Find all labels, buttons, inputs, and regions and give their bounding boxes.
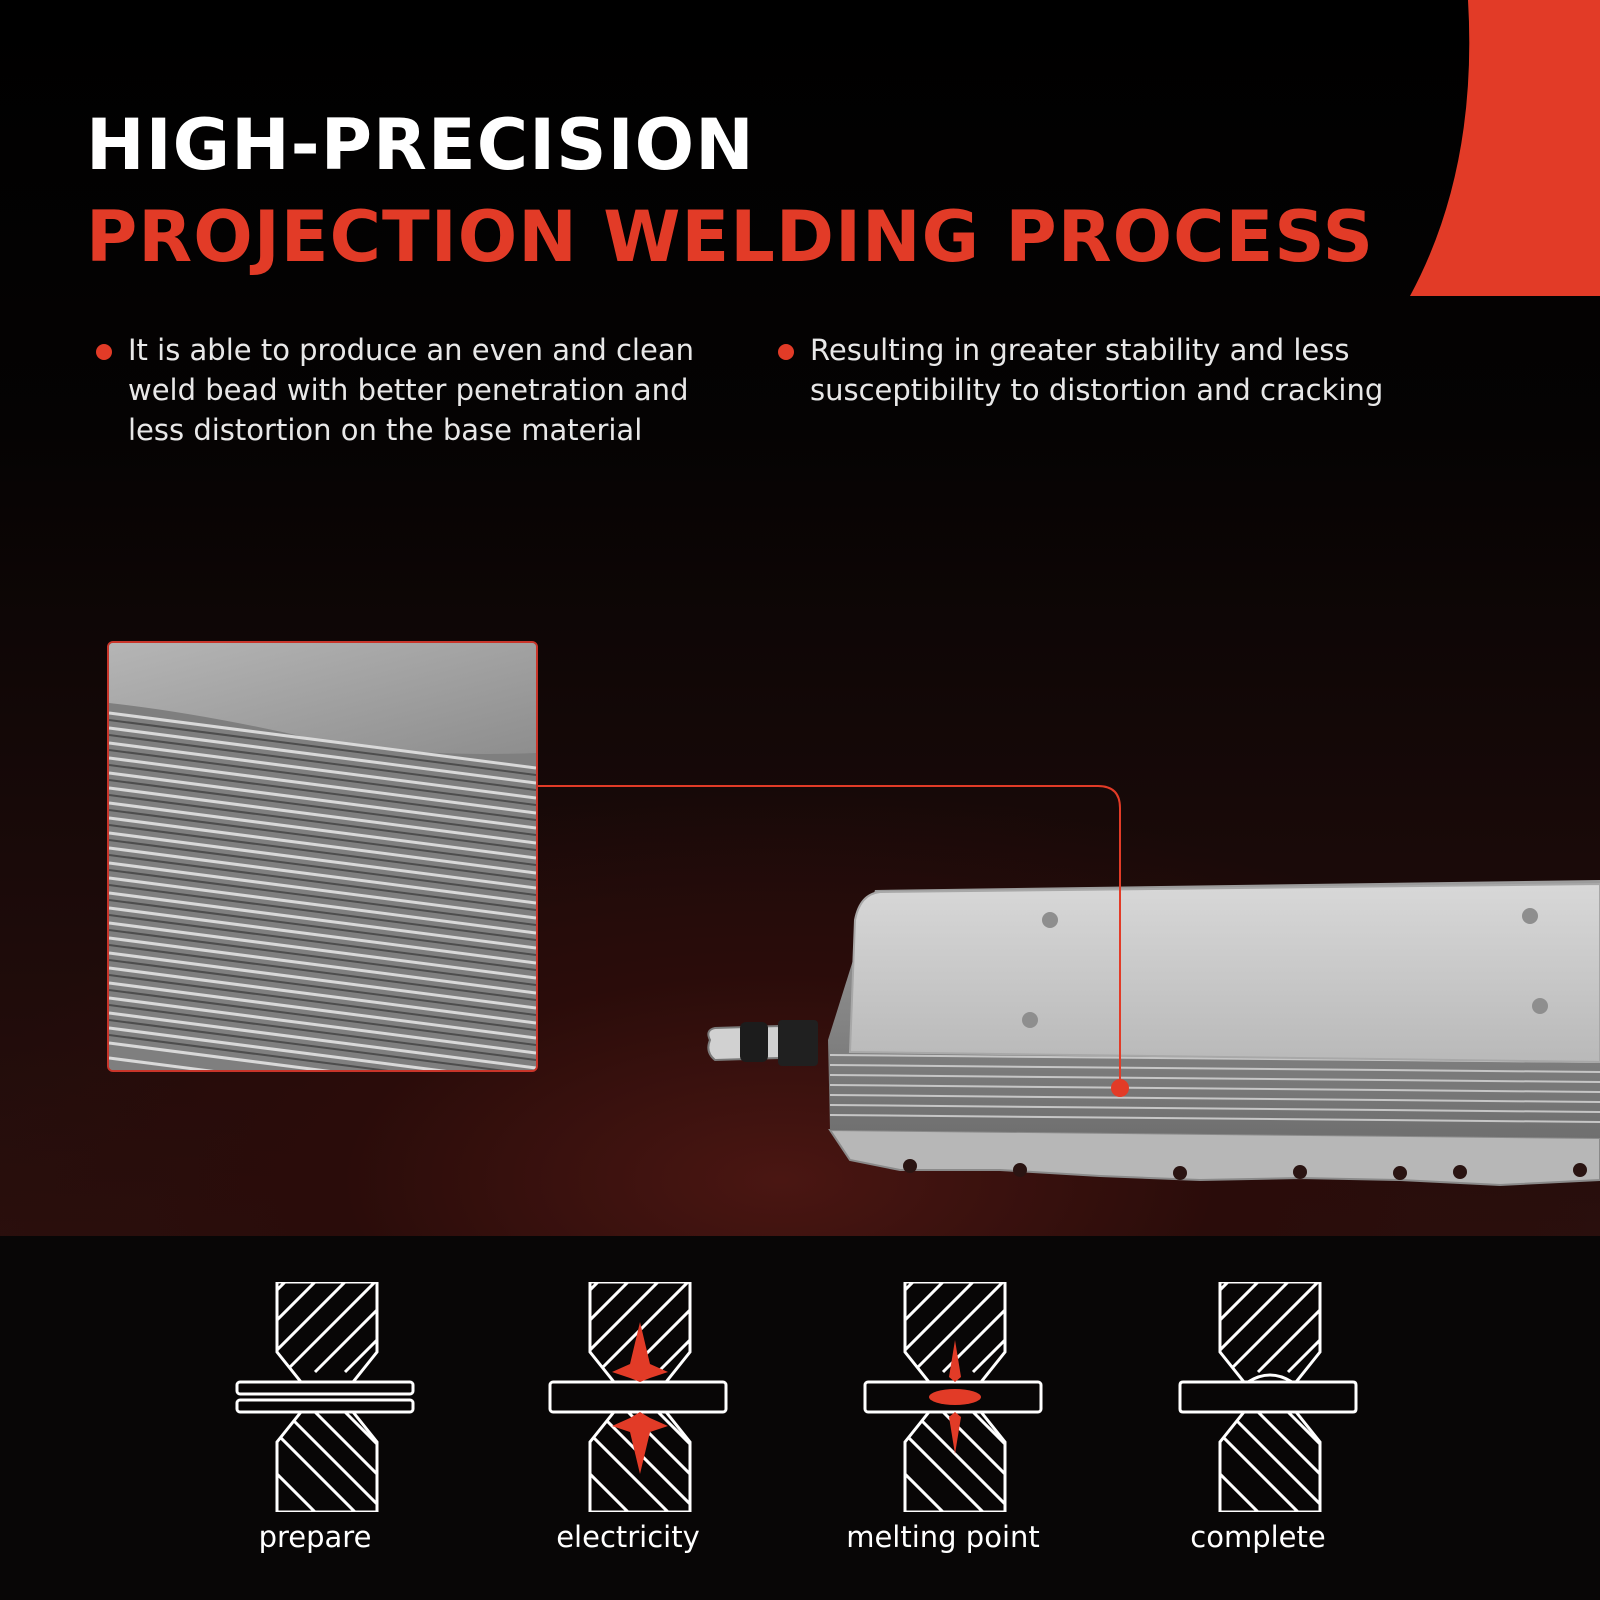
bullet-dot-icon xyxy=(778,344,794,360)
oil-cooler-product-image xyxy=(707,880,1600,1187)
corner-accent-shape xyxy=(1410,0,1600,296)
step-label-electricity: electricity xyxy=(556,1520,700,1554)
bullet-point-1: It is able to produce an even and clean … xyxy=(96,330,728,450)
prepare-weld-icon xyxy=(235,1282,415,1512)
step-melting-point: melting point xyxy=(823,1236,1063,1600)
electricity-weld-icon xyxy=(548,1282,728,1512)
melting-point-weld-icon xyxy=(863,1282,1043,1512)
step-label-prepare: prepare xyxy=(258,1520,372,1554)
weld-closeup-texture xyxy=(109,643,536,1070)
bullet-point-2: Resulting in greater stability and less … xyxy=(778,330,1430,410)
step-label-melting-point: melting point xyxy=(846,1520,1040,1554)
step-complete: complete xyxy=(1138,1236,1378,1600)
bullet-dot-icon xyxy=(96,344,112,360)
complete-weld-icon xyxy=(1178,1282,1358,1512)
hero-section: HIGH-PRECISION PROJECTION WELDING PROCES… xyxy=(0,0,1600,1236)
title-line-1: HIGH-PRECISION xyxy=(86,104,755,186)
step-label-complete: complete xyxy=(1190,1520,1326,1554)
weld-closeup-image xyxy=(107,641,538,1072)
welding-steps-section: prepare electricity xyxy=(0,1236,1600,1600)
title-line-2: PROJECTION WELDING PROCESS xyxy=(86,196,1374,278)
bullet-text-1: It is able to produce an even and clean … xyxy=(128,333,694,447)
step-electricity: electricity xyxy=(508,1236,748,1600)
step-prepare: prepare xyxy=(195,1236,435,1600)
bullet-text-2: Resulting in greater stability and less … xyxy=(810,333,1384,407)
